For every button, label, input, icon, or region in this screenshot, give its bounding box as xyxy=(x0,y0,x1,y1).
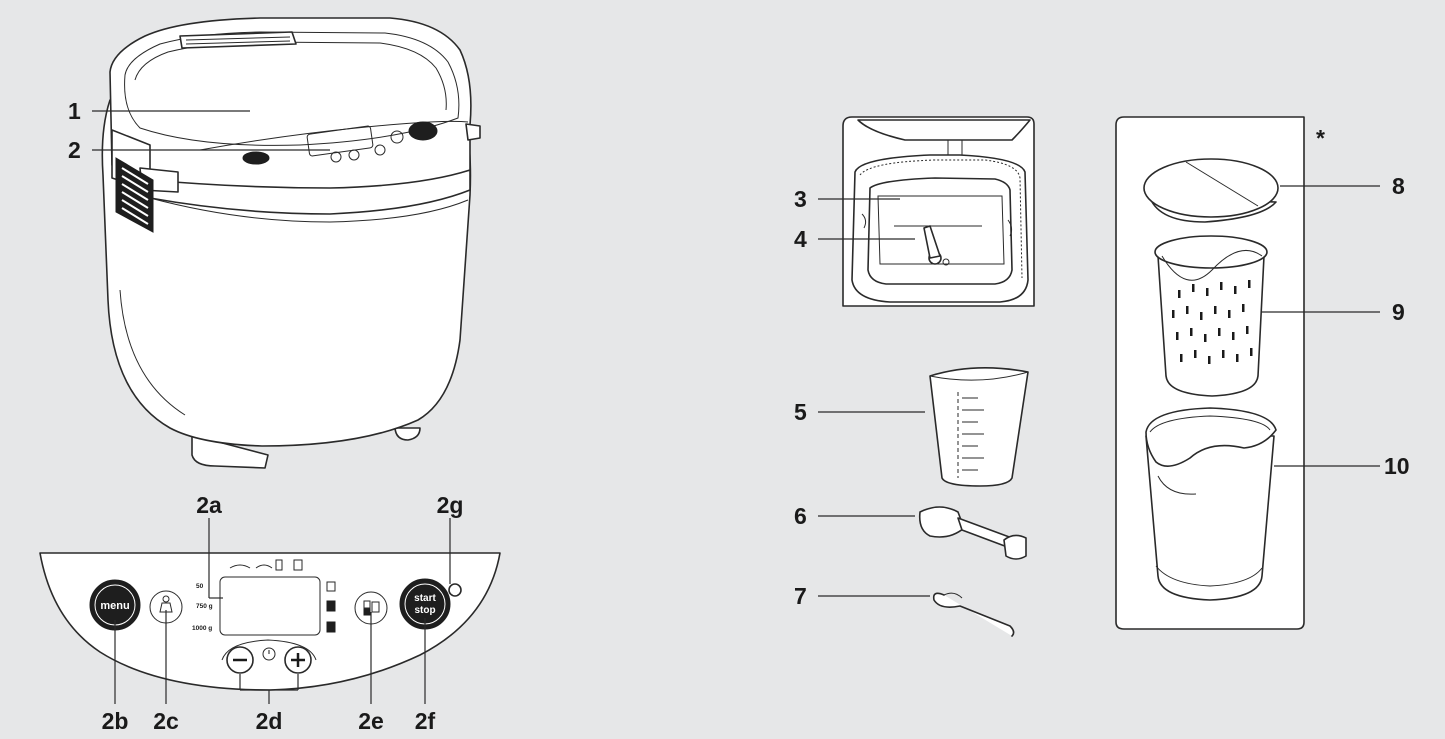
weight-750: 750 g xyxy=(196,603,213,610)
label-2e: 2e xyxy=(358,708,384,734)
label-2c: 2c xyxy=(153,708,179,734)
label-2a: 2a xyxy=(196,492,222,518)
label-7: 7 xyxy=(794,583,807,609)
label-9: 9 xyxy=(1392,299,1405,325)
weight-icon xyxy=(159,595,173,613)
display-screen xyxy=(219,576,321,636)
kneading-hook-remover xyxy=(932,592,1015,637)
label-2: 2 xyxy=(68,137,81,163)
measuring-spoon xyxy=(918,506,1027,560)
optional-asterisk: * xyxy=(1316,125,1325,151)
label-2f: 2f xyxy=(415,708,436,734)
label-6: 6 xyxy=(794,503,807,529)
minus-button[interactable] xyxy=(226,646,254,674)
crust-level-icon xyxy=(229,559,303,571)
bread-maker-body xyxy=(101,17,481,469)
label-2d: 2d xyxy=(256,708,283,734)
label-3: 3 xyxy=(794,186,807,212)
label-2g: 2g xyxy=(437,492,464,518)
loaf-size-icon xyxy=(326,581,336,633)
control-panel: 50 750 g 1000 g menu xyxy=(39,552,501,691)
strainer-holes-icon xyxy=(1172,280,1253,364)
optional-accessories-box xyxy=(1115,116,1305,630)
stop-label: stop xyxy=(414,605,435,616)
start-label: start xyxy=(414,593,436,604)
indicator-light xyxy=(448,583,462,597)
measuring-cup xyxy=(929,367,1029,487)
plus-button[interactable] xyxy=(284,646,312,674)
label-2b: 2b xyxy=(102,708,129,734)
interior-view xyxy=(842,116,1035,307)
label-10: 10 xyxy=(1384,453,1410,479)
weight-500: 50 xyxy=(196,583,204,590)
menu-button[interactable]: menu xyxy=(89,579,141,631)
label-8: 8 xyxy=(1392,173,1405,199)
timer-icon xyxy=(262,647,276,661)
label-1: 1 xyxy=(68,98,81,124)
label-4: 4 xyxy=(794,226,807,252)
weight-1000: 1000 g xyxy=(192,625,212,632)
label-5: 5 xyxy=(794,399,807,425)
menu-button-label: menu xyxy=(100,600,129,612)
side-vent-icon xyxy=(115,157,154,233)
